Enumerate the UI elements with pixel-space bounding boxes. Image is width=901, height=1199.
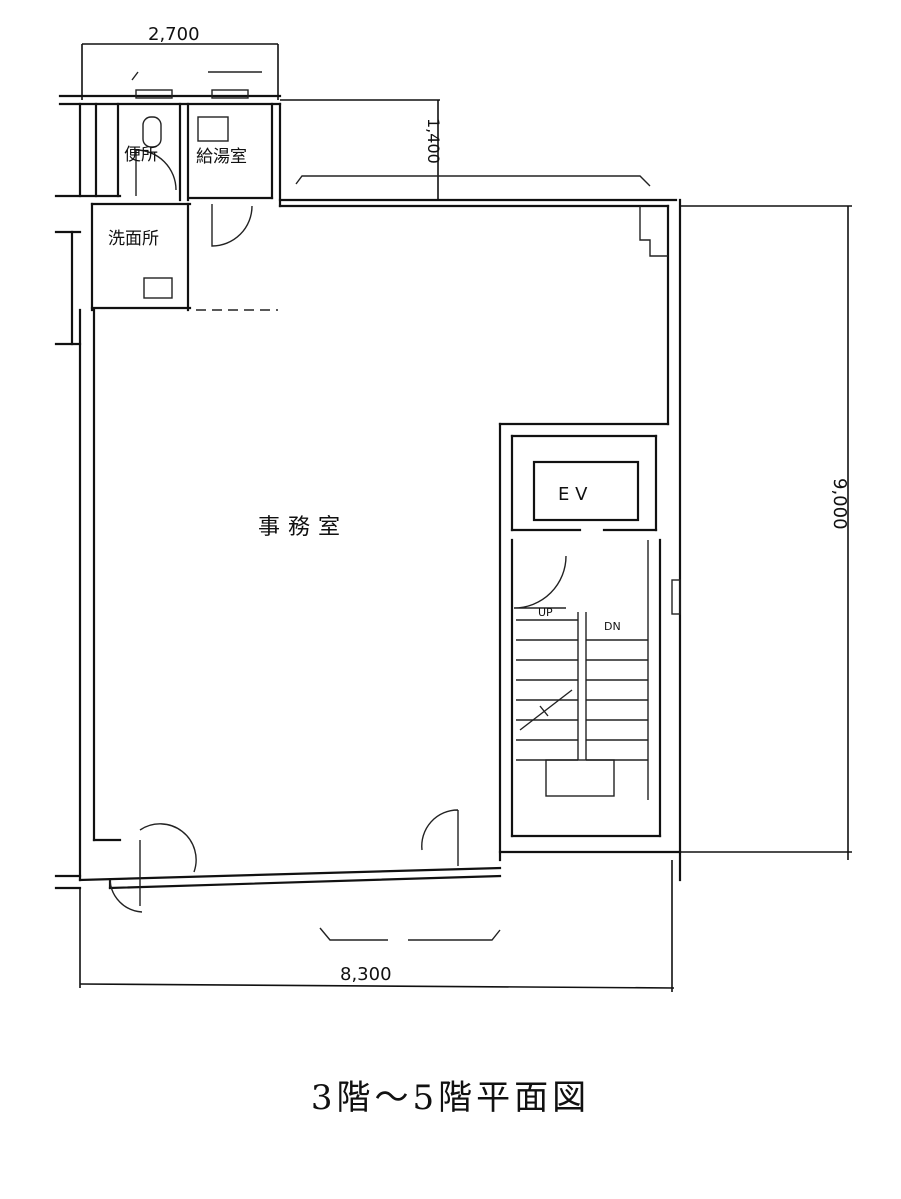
dimension-right-height: 9,000 bbox=[680, 205, 852, 860]
window-mark-bottom bbox=[319, 927, 501, 941]
stair-label-down: DN bbox=[604, 620, 621, 633]
dimension-top-offset: 1,400 bbox=[280, 99, 443, 200]
stair-label-up: UP bbox=[538, 606, 553, 619]
office-walls bbox=[78, 198, 682, 913]
dimension-right-height-label: 9,000 bbox=[829, 478, 850, 530]
utility-walls bbox=[54, 89, 282, 312]
room-label-office: 事務室 bbox=[258, 515, 348, 540]
core-walls bbox=[498, 422, 682, 862]
room-label-toilet: 便所 bbox=[124, 145, 158, 165]
dimension-bottom-width-label: 8,300 bbox=[340, 964, 392, 985]
dimension-bottom-width: 8,300 bbox=[79, 860, 675, 992]
window-mark-top bbox=[131, 71, 262, 81]
dimension-top-width-label: 2,700 bbox=[148, 24, 200, 45]
room-label-washroom: 洗面所 bbox=[108, 229, 159, 249]
room-label-elevator: E V bbox=[558, 484, 588, 505]
dimension-top-width: 2,700 bbox=[81, 24, 279, 100]
room-label-kitchenette: 給湯室 bbox=[196, 147, 247, 167]
drawing-title: 3階～5階平面図 bbox=[310, 1078, 591, 1118]
left-exterior-marks bbox=[54, 230, 82, 890]
window-mark-office-top bbox=[295, 175, 651, 187]
dimension-top-offset-label: 1,400 bbox=[424, 118, 443, 164]
